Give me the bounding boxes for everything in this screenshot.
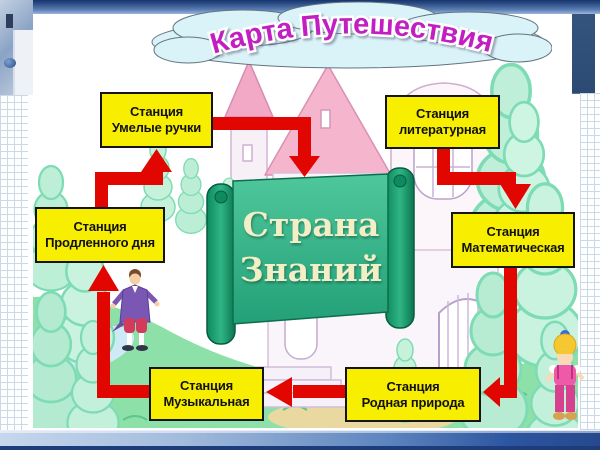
scroll-title: Страна Знаний (226, 202, 396, 292)
station-literaturnaya: Станция литературная (385, 95, 500, 149)
station-name: Математическая (461, 240, 565, 255)
cloud-banner: Карта Путешествия (151, 1, 552, 69)
photo-panel (13, 30, 33, 95)
photo-object (6, 14, 13, 28)
left-grid-margin (0, 95, 28, 430)
station-label: Станция (179, 378, 233, 393)
station-name: литературная (399, 122, 486, 137)
station-matematicheskaya: Станция Математическая (451, 212, 575, 268)
station-label: Станция (386, 378, 440, 394)
station-name: Продленного дня (45, 235, 155, 250)
right-grid-margin (580, 93, 600, 430)
station-rodnaya-priroda: Станция Родная природа (345, 367, 481, 422)
corner-photo-decoration (0, 0, 33, 95)
station-muzykalnaya: Станция Музыкальная (149, 367, 264, 421)
knowledge-scroll (206, 167, 415, 345)
scroll-title-line2: Знаний (239, 250, 383, 289)
station-prodlennogo-dnya: Станция Продленного дня (35, 207, 165, 263)
station-name: Музыкальная (163, 394, 250, 409)
station-label: Станция (73, 219, 127, 234)
station-name: Умелые ручки (111, 120, 202, 135)
girl-character (545, 330, 585, 420)
station-umelye-ruchki: Станция Умелые ручки (100, 92, 213, 148)
station-label: Станция (415, 106, 469, 121)
prince-character (110, 269, 160, 351)
photo-sphere (4, 58, 16, 68)
station-label: Станция (129, 104, 183, 119)
scroll-title-line1: Страна (242, 205, 380, 244)
station-label: Станция (486, 224, 540, 239)
station-name: Родная природа (361, 394, 465, 410)
bottom-blue-bar (0, 430, 600, 450)
